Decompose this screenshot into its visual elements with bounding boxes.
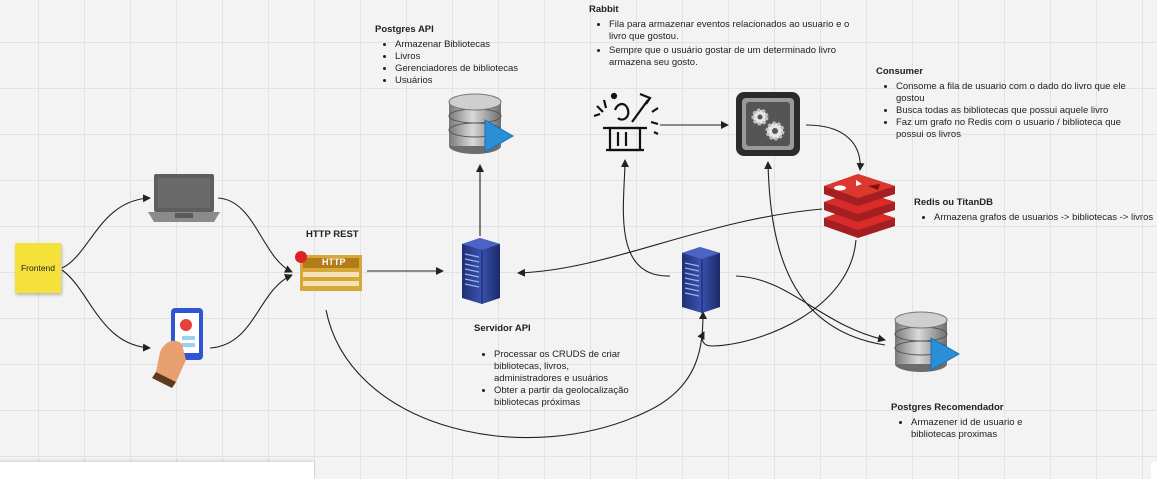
worker-server-icon — [681, 246, 721, 314]
list-item: Armazener id de usuario e bibliotecas pr… — [911, 417, 1051, 441]
list-item: Armazenar Bibliotecas — [395, 39, 575, 51]
rabbit-title: Rabbit — [589, 4, 619, 15]
edge-frontend-laptop — [61, 194, 151, 269]
frontend-label: Frontend — [20, 263, 56, 273]
edge-redis-server1 — [517, 208, 823, 277]
list-item: Faz um grafo no Redis com o usuario / bi… — [896, 117, 1128, 141]
postgres-recomendador-db-icon — [894, 311, 960, 373]
redis-title: Redis ou TitanDB — [914, 197, 993, 208]
redis-block: Redis ou TitanDB Armazena grafos de usua… — [914, 197, 1154, 224]
redis-list: Armazena grafos de usuarios -> bibliotec… — [914, 212, 1154, 224]
list-item: Consome a fila de usuario com o dado do … — [896, 81, 1128, 105]
edge-consumer-redis — [805, 124, 865, 171]
postgres-api-db-icon — [448, 93, 514, 155]
list-item: Gerenciadores de bibliotecas — [395, 63, 575, 75]
edge-frontend-phone — [61, 269, 151, 352]
list-item: Busca todas as bibliotecas que possui aq… — [896, 105, 1128, 117]
list-item: Usuários — [395, 75, 575, 87]
http-rest-icon — [295, 251, 362, 291]
laptop-icon — [148, 174, 220, 222]
edge-recomendador-consumer — [764, 161, 886, 346]
consumer-gears-icon — [736, 92, 800, 156]
servidor-api-list: Processar os CRUDS de criar bibliotecas,… — [474, 349, 634, 409]
http-badge: HTTP — [322, 256, 346, 268]
list-item: Fila para armazenar eventos relacionados… — [609, 19, 851, 43]
http-rest-block: HTTP REST — [306, 229, 359, 244]
list-item: Livros — [395, 51, 575, 63]
edge-http-server2 — [325, 309, 707, 438]
bottom-right-panel[interactable] — [1151, 462, 1157, 479]
rabbit-block: Rabbit Fila para armazenar eventos relac… — [589, 4, 851, 69]
postgres-recomendador-list: Armazener id de usuario e bibliotecas pr… — [891, 417, 1051, 441]
http-badge-label: HTTP — [322, 257, 346, 267]
postgres-api-block: Postgres API Armazenar Bibliotecas Livro… — [375, 24, 575, 87]
edge-redis-server2 — [697, 239, 857, 347]
redis-icon — [824, 174, 895, 238]
edge-server2-rabbit — [620, 159, 671, 277]
consumer-title: Consumer — [876, 66, 923, 77]
postgres-api-list: Armazenar Bibliotecas Livros Gerenciador… — [375, 39, 575, 87]
edge-phone-http — [209, 274, 293, 349]
servidor-api-title: Servidor API — [474, 323, 531, 334]
rabbit-magic-hat-icon — [593, 92, 659, 152]
servidor-api-block: Servidor API Processar os CRUDS de criar… — [474, 323, 634, 409]
list-item: Processar os CRUDS de criar bibliotecas,… — [494, 349, 634, 385]
consumer-block: Consumer Consome a fila de usuario com o… — [876, 66, 1128, 141]
list-item: Armazena grafos de usuarios -> bibliotec… — [934, 212, 1154, 224]
api-server-icon — [461, 237, 501, 305]
smartphone-icon — [152, 308, 203, 388]
rabbit-list: Fila para armazenar eventos relacionados… — [589, 19, 851, 69]
list-item: Sempre que o usuário gostar de um determ… — [609, 45, 851, 69]
postgres-recomendador-title: Postgres Recomendador — [891, 402, 1004, 413]
edge-laptop-http — [217, 197, 293, 273]
http-rest-title: HTTP REST — [306, 229, 359, 240]
postgres-recomendador-block: Postgres Recomendador Armazener id de us… — [891, 402, 1051, 441]
consumer-list: Consome a fila de usuario com o dado do … — [876, 81, 1128, 141]
list-item: Obter a partir da geolocalização bibliot… — [494, 385, 634, 409]
frontend-sticky-note[interactable]: Frontend — [15, 243, 61, 293]
bottom-toolbar[interactable] — [0, 462, 314, 479]
postgres-api-title: Postgres API — [375, 24, 434, 35]
